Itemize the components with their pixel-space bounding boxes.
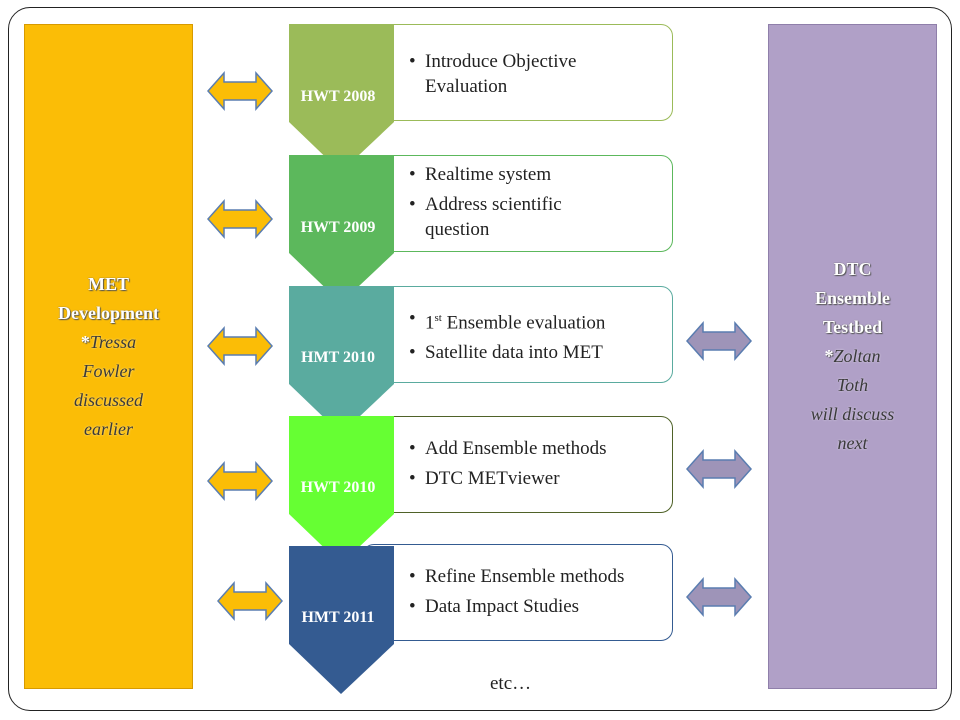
- double-arrow-icon: [207, 71, 273, 111]
- chevron-hmt-2011: [289, 546, 394, 694]
- stage-label-hmt-2010: HMT 2010: [301, 349, 375, 366]
- stage-box-hwt-2010: Add Ensemble methods DTC METviewer: [362, 416, 673, 513]
- stage-box-hmt-2010: 1st Ensemble evaluation Satellite data i…: [362, 286, 673, 383]
- slide-frame: [8, 7, 952, 711]
- stage-bullet: Realtime system: [409, 162, 666, 187]
- left-panel-title-line1: MET: [87, 273, 129, 294]
- double-arrow-icon: [686, 577, 752, 617]
- left-panel-title-line2: Development: [58, 302, 159, 323]
- right-panel-title-line3: Testbed: [822, 317, 883, 337]
- etc-footer: etc…: [490, 673, 532, 694]
- stage-label-hwt-2008: HWT 2008: [300, 88, 376, 105]
- stage-bullet: Satellite data into MET: [409, 340, 666, 365]
- left-panel-name-first: Tressa: [89, 331, 137, 352]
- ordinal-number: 1: [425, 312, 435, 334]
- right-panel-name-first: Zoltan: [833, 346, 881, 366]
- stage-bullet: Add Ensemble methods: [409, 436, 666, 461]
- stage-box-hwt-2009: Realtime system Address scientific quest…: [362, 155, 673, 252]
- met-development-panel: MET Development *Tressa Fowler discussed…: [24, 24, 193, 689]
- stage-bullet: Introduce Objective Evaluation: [409, 49, 625, 99]
- stage-box-hwt-2008: Introduce Objective Evaluation: [362, 24, 673, 121]
- chevron-hwt-2009: [289, 155, 394, 303]
- left-panel-body-line3: discussed: [73, 389, 143, 410]
- double-arrow-icon: [207, 199, 273, 239]
- ordinal-suffix: st: [434, 312, 442, 324]
- stage-bullet: Refine Ensemble methods: [409, 564, 666, 589]
- stage-bullet-rest: Ensemble evaluation: [441, 312, 606, 334]
- left-panel-body-line1: *Tressa: [58, 328, 159, 357]
- chevron-hwt-2008: [289, 24, 394, 172]
- chevron-hmt-2010: [289, 286, 394, 434]
- chevron-hwt-2010: [289, 416, 394, 564]
- right-panel-title-line2: Ensemble: [814, 288, 890, 308]
- right-panel-body-line4: next: [837, 433, 868, 453]
- right-panel-body-line2: Toth: [836, 375, 869, 395]
- stage-label-hwt-2010: HWT 2010: [300, 479, 376, 496]
- double-arrow-icon: [686, 449, 752, 489]
- stage-bullet: Data Impact Studies: [409, 594, 666, 619]
- right-panel-body-line1: *Zoltan: [811, 342, 895, 371]
- right-panel-star: *: [824, 346, 834, 366]
- left-panel-star: *: [80, 331, 90, 352]
- left-panel-body-line4: earlier: [83, 418, 133, 439]
- double-arrow-icon: [686, 321, 752, 361]
- left-panel-body-line2: Fowler: [82, 360, 135, 381]
- double-arrow-icon: [207, 326, 273, 366]
- dtc-ensemble-testbed-panel: DTC Ensemble Testbed *Zoltan Toth will d…: [768, 24, 937, 689]
- stage-bullet: 1st Ensemble evaluation: [409, 306, 666, 335]
- stage-label-hwt-2009: HWT 2009: [300, 219, 376, 236]
- stage-bullet: DTC METviewer: [409, 466, 666, 491]
- double-arrow-icon: [217, 581, 283, 621]
- right-panel-title-line1: DTC: [833, 259, 872, 279]
- double-arrow-icon: [207, 461, 273, 501]
- stage-box-hmt-2011: Refine Ensemble methods Data Impact Stud…: [362, 544, 673, 641]
- right-panel-body-line3: will discuss: [810, 404, 895, 424]
- stage-label-hmt-2011: HMT 2011: [301, 609, 375, 626]
- stage-bullet: Address scientific question: [409, 192, 615, 242]
